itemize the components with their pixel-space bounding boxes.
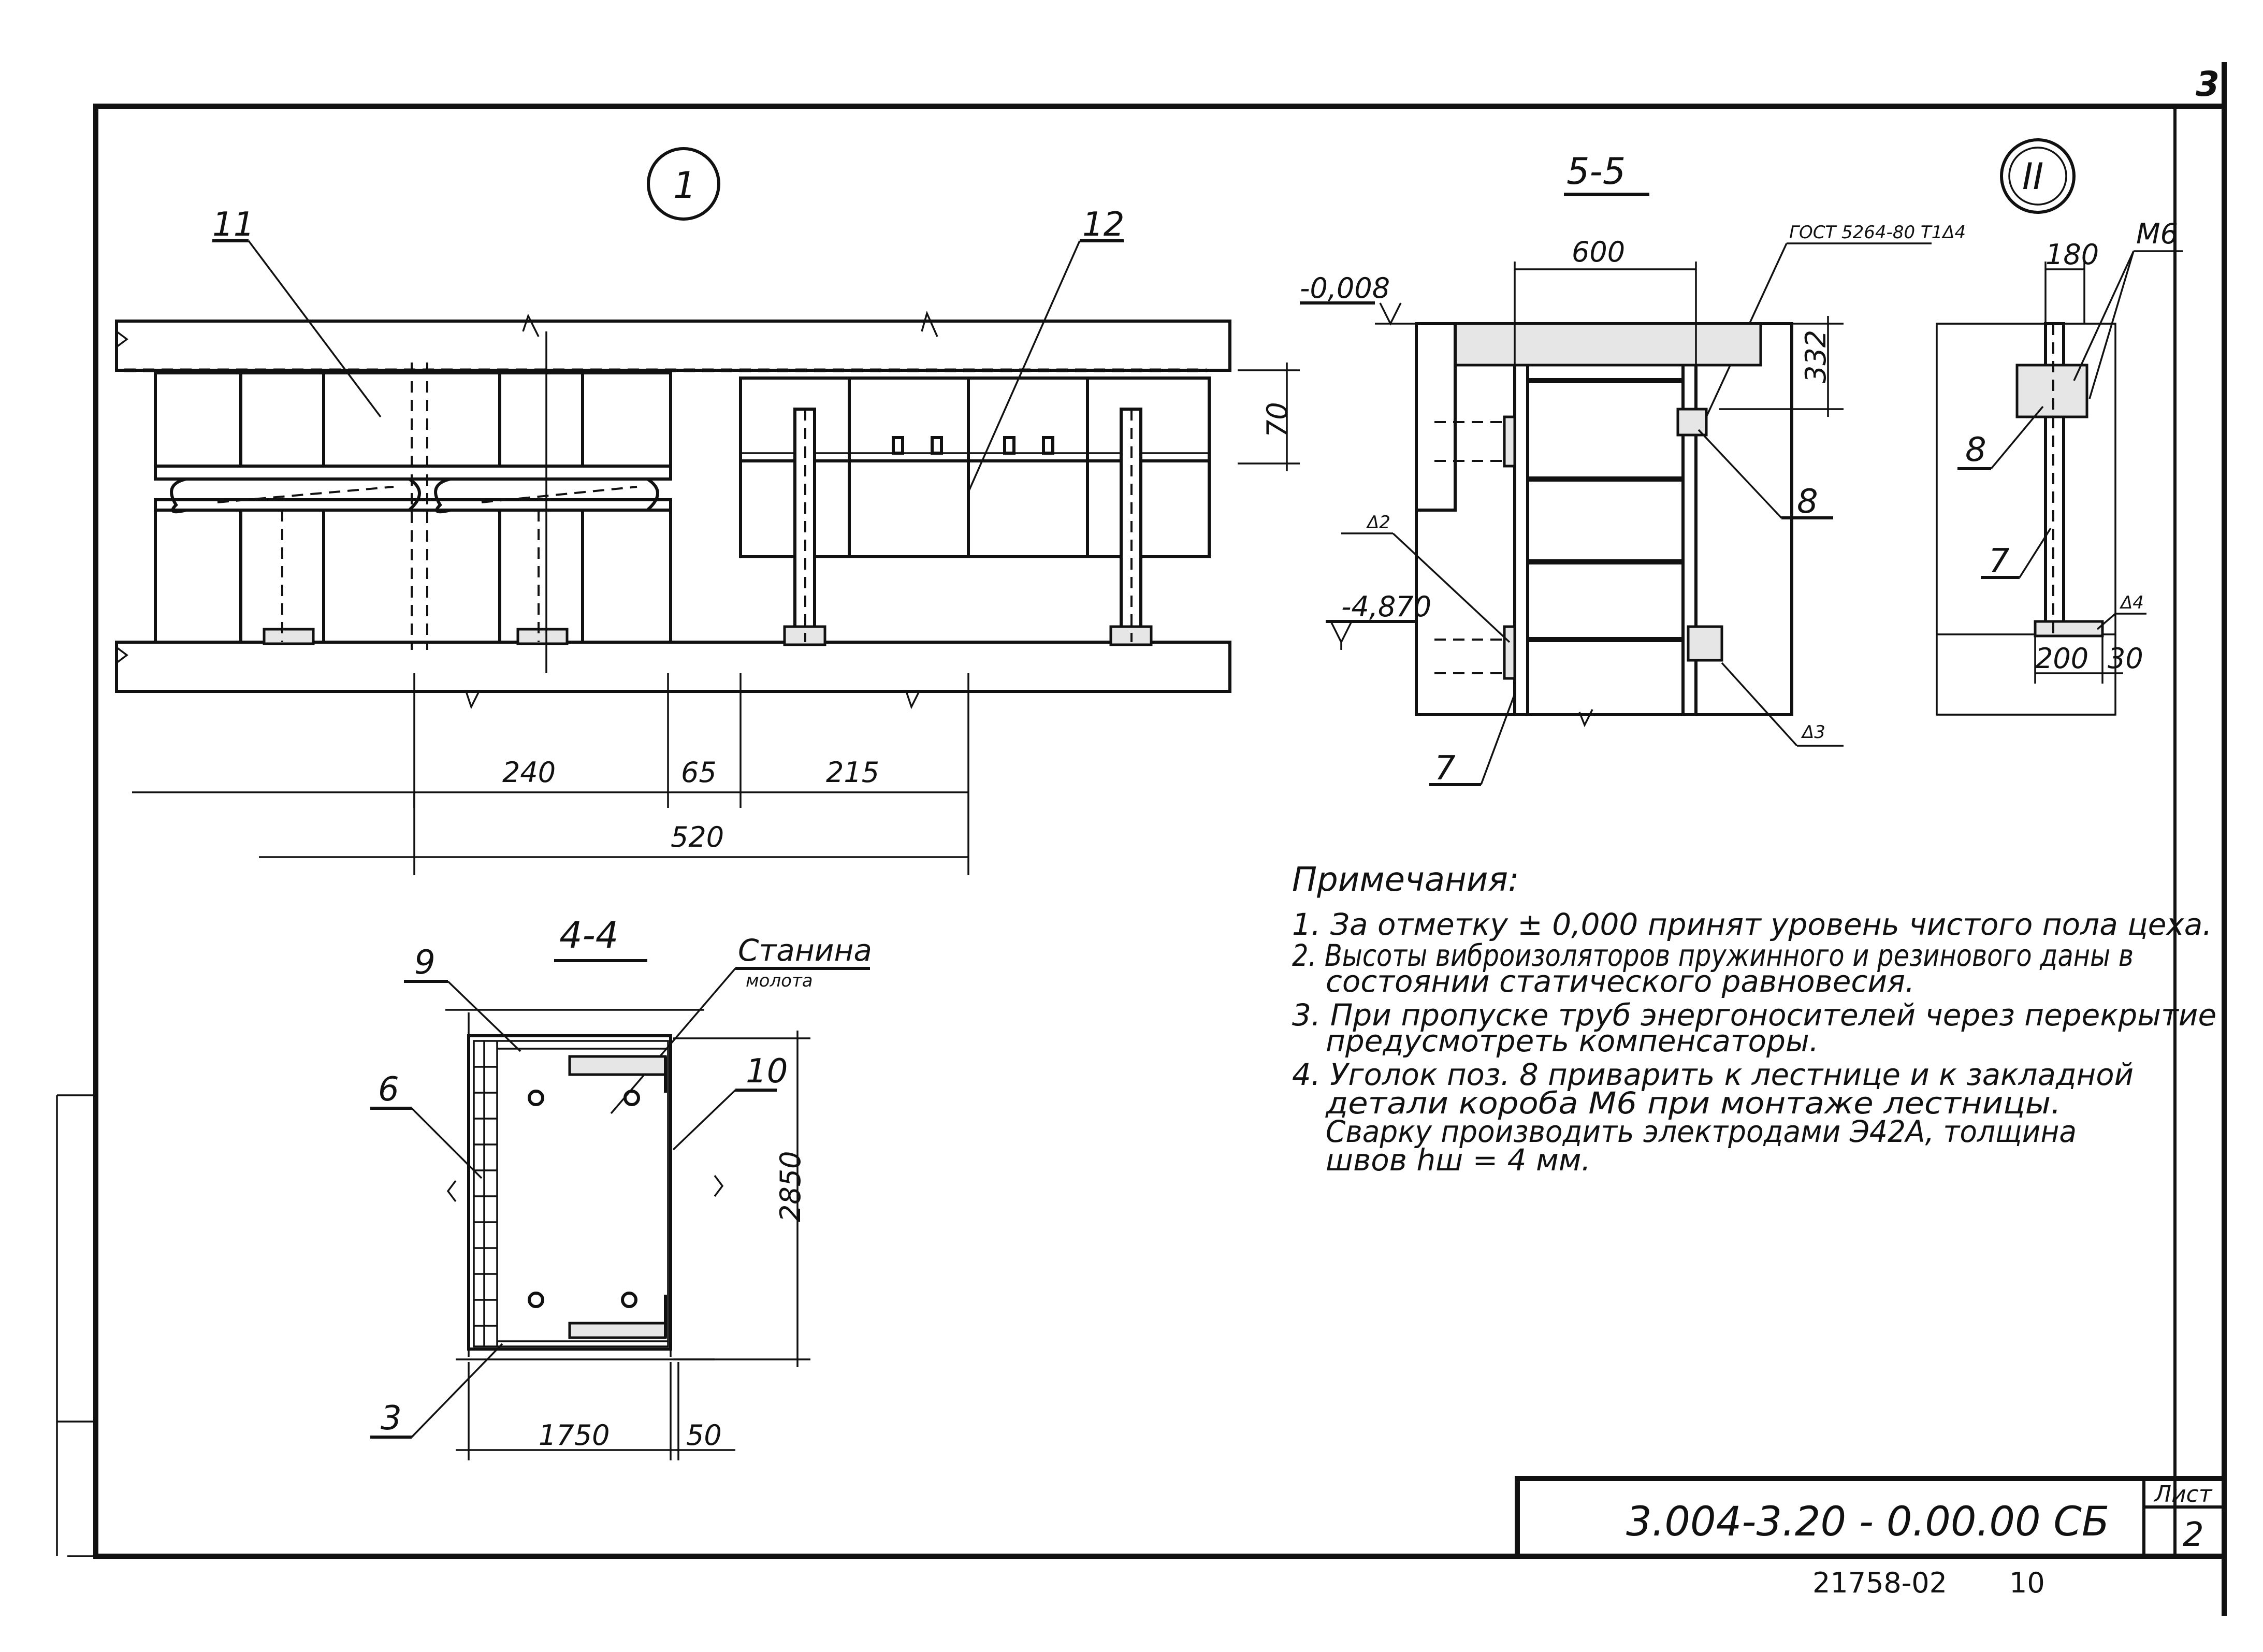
label-7-view-II: 7 [1989, 542, 2010, 581]
dim-200: 200 [2035, 642, 2088, 675]
label-10: 10 [746, 1052, 788, 1091]
view-1-callout-circle [647, 147, 720, 221]
view-II-callout-label: II [2022, 155, 2043, 198]
section-4-4: 4-4 Станина молота [370, 914, 872, 1460]
bottom-foundation [115, 641, 1231, 693]
top-slab [115, 320, 1231, 372]
dim-30: 30 [2108, 642, 2143, 675]
section-5-5: 5-5 ГОСТ 5264-80 Т1Δ4 - [1300, 150, 1966, 788]
spring-isolator-right [434, 477, 659, 514]
notes-block: Примечания: 1. За отметку ± 0,000 принят… [1292, 861, 2216, 1178]
view-1-elevation: 1 [115, 147, 1300, 875]
title-block: 3.004-3.20 - 0.00.00 СБ Лист 2 21758-02 … [1515, 1476, 2227, 1599]
dim-600: 600 [1572, 236, 1625, 268]
archive-number: 21758-02 [1812, 1567, 1947, 1599]
note-1: 1. За отметку ± 0,000 принят уровень чис… [1292, 907, 2212, 942]
dim-65: 65 [681, 756, 717, 789]
note-4a: 4. Уголок поз. 8 приварить к лестнице и … [1292, 1057, 2134, 1092]
dim-240: 240 [502, 756, 556, 789]
doc-code: 3.004-3.20 - 0.00.00 СБ [1626, 1499, 2109, 1545]
dim-50: 50 [686, 1419, 722, 1452]
note-4c: Сварку производить электродами Э42А, тол… [1326, 1114, 2077, 1149]
label-m6: М6 [2136, 218, 2178, 250]
brick-lining [474, 1041, 498, 1346]
spring-isolator-left [170, 477, 421, 514]
label-delta2: Δ2 [1366, 512, 1390, 533]
dim-215: 215 [826, 756, 879, 789]
level-bottom: -4,870 [1341, 590, 1431, 623]
note-3b: предусмотреть компенсаторы. [1326, 1023, 1819, 1059]
label-9: 9 [414, 944, 436, 982]
level-top: -0,008 [1300, 272, 1390, 305]
view-II-callout-circle [2000, 138, 2076, 214]
notes-heading: Примечания: [1292, 861, 1519, 899]
label-delta3: Δ3 [1801, 722, 1825, 743]
section-5-5-title: 5-5 [1566, 150, 1626, 193]
label-6: 6 [378, 1070, 399, 1109]
note-3a: 3. При пропуске труб энергоносителей чер… [1292, 997, 2216, 1033]
note-2b: состоянии статического равновесия. [1326, 964, 1914, 999]
view-1-callout-label: 1 [673, 164, 697, 207]
dim-180: 180 [2046, 238, 2099, 271]
section-4-4-title: 4-4 [559, 914, 618, 957]
dim-70: 70 [1261, 402, 1294, 438]
label-8-section: 8 [1797, 483, 1818, 521]
label-7-section: 7 [1434, 749, 1456, 788]
note-4b: детали короба М6 при монтаже лестницы. [1325, 1085, 2061, 1121]
archive-page: 10 [2009, 1567, 2045, 1599]
anvil-label-line1: Станина [738, 933, 872, 968]
sheet-label: Лист [2153, 1481, 2213, 1508]
dim-520: 520 [671, 821, 724, 853]
dim-2850: 2850 [774, 1151, 807, 1222]
label-8-view-II: 8 [1965, 431, 1986, 469]
corner-sheet-mark: 3 [2196, 64, 2220, 104]
label-3: 3 [381, 1399, 402, 1438]
note-2a: 2. Высоты виброизоляторов пружинного и р… [1292, 938, 2134, 973]
dim-1750: 1750 [539, 1419, 610, 1452]
label-12: 12 [1082, 206, 1124, 244]
view-II: II М6 180 8 7 Δ4 200 30 [1936, 138, 2183, 716]
standard-note: ГОСТ 5264-80 Т1Δ4 [1789, 222, 1966, 243]
label-delta4: Δ4 [2119, 592, 2144, 613]
dim-332: 332 [1800, 330, 1832, 383]
label-11: 11 [212, 206, 254, 244]
note-4d: швов hш = 4 мм. [1326, 1142, 1591, 1178]
anvil-label-line2: молота [746, 970, 813, 991]
drawing-frame [56, 62, 2227, 1616]
sheet-number: 2 [2183, 1516, 2204, 1554]
